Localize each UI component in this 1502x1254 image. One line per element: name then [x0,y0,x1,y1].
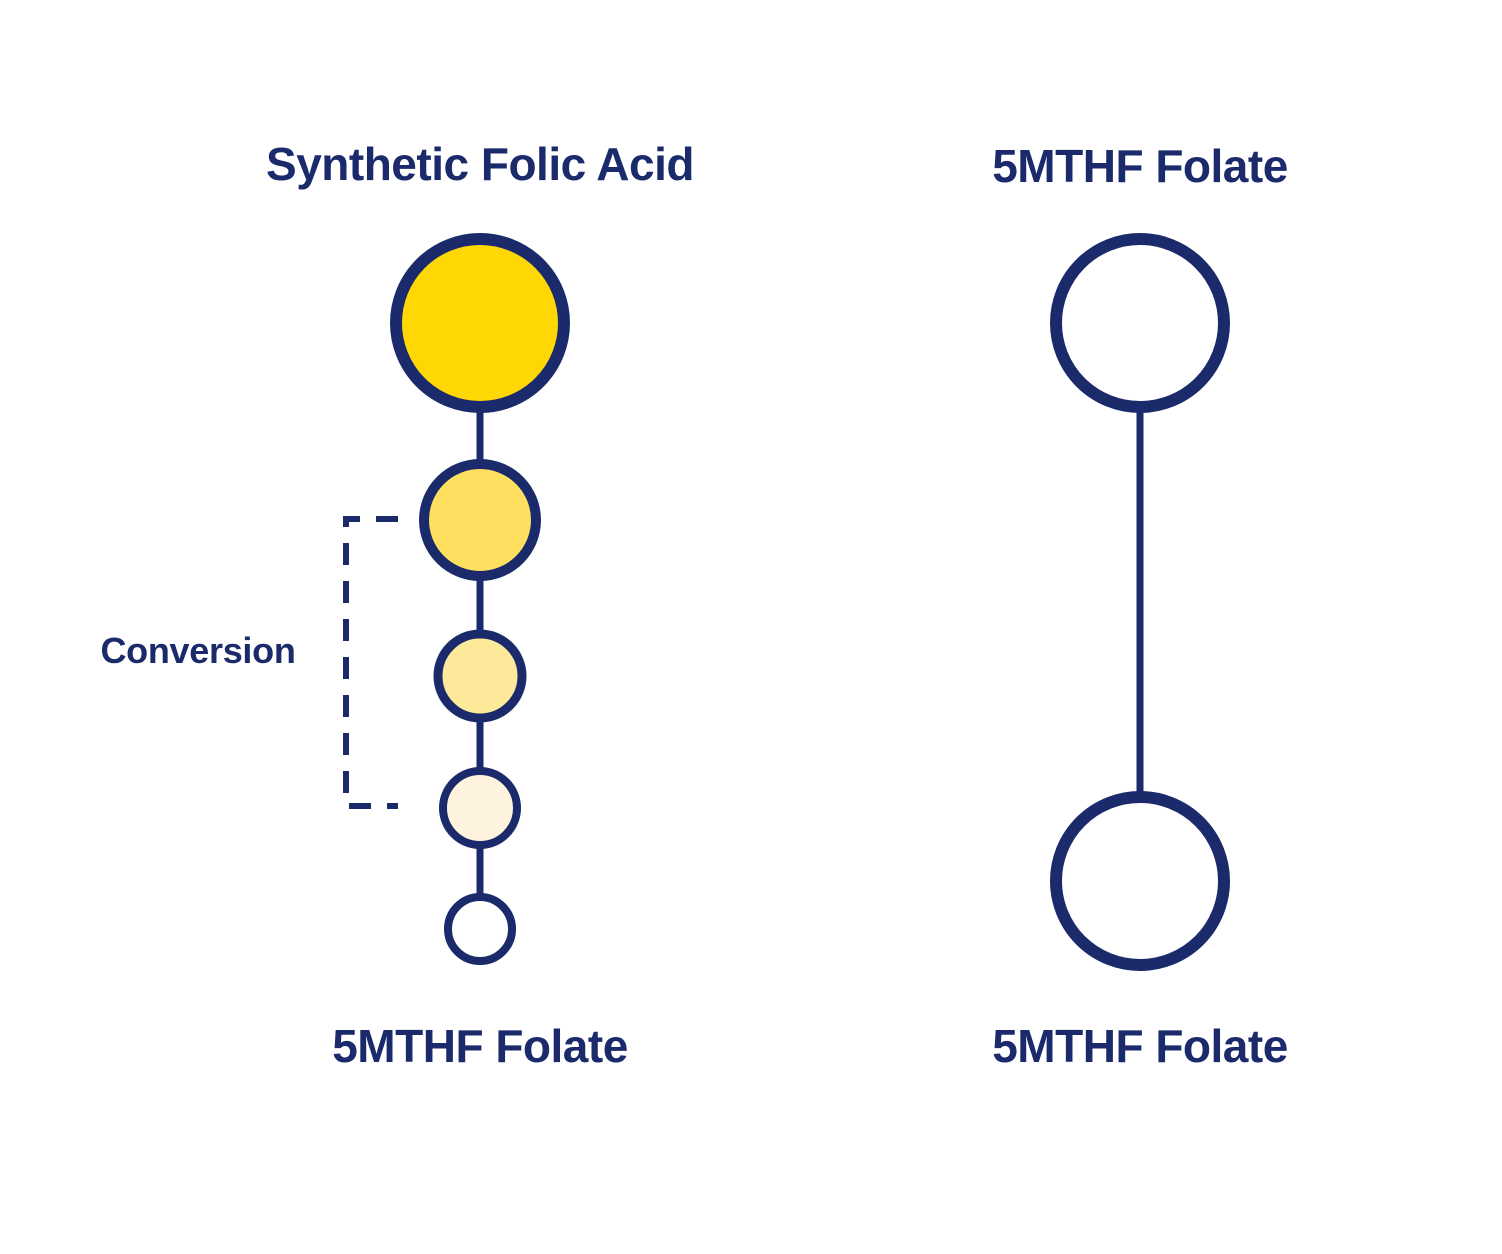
left-node-5 [444,893,516,965]
right-node-1 [1050,233,1230,413]
right-node-2 [1050,791,1230,971]
left-node-3 [433,629,527,723]
conversion-label: Conversion [100,630,295,671]
right-bottom-label: 5MTHF Folate [992,1020,1288,1072]
right-path: 5MTHF Folate 5MTHF Folate [992,140,1288,1072]
left-node-4 [439,767,521,849]
right-top-label: 5MTHF Folate [992,140,1288,192]
left-bottom-label: 5MTHF Folate [332,1020,628,1072]
left-node-2 [419,459,541,581]
conversion-bracket [343,516,398,809]
left-top-label: Synthetic Folic Acid [266,138,694,190]
left-path: Synthetic Folic Acid Conversion 5MTHF Fo… [100,138,694,1072]
left-node-1 [390,233,570,413]
